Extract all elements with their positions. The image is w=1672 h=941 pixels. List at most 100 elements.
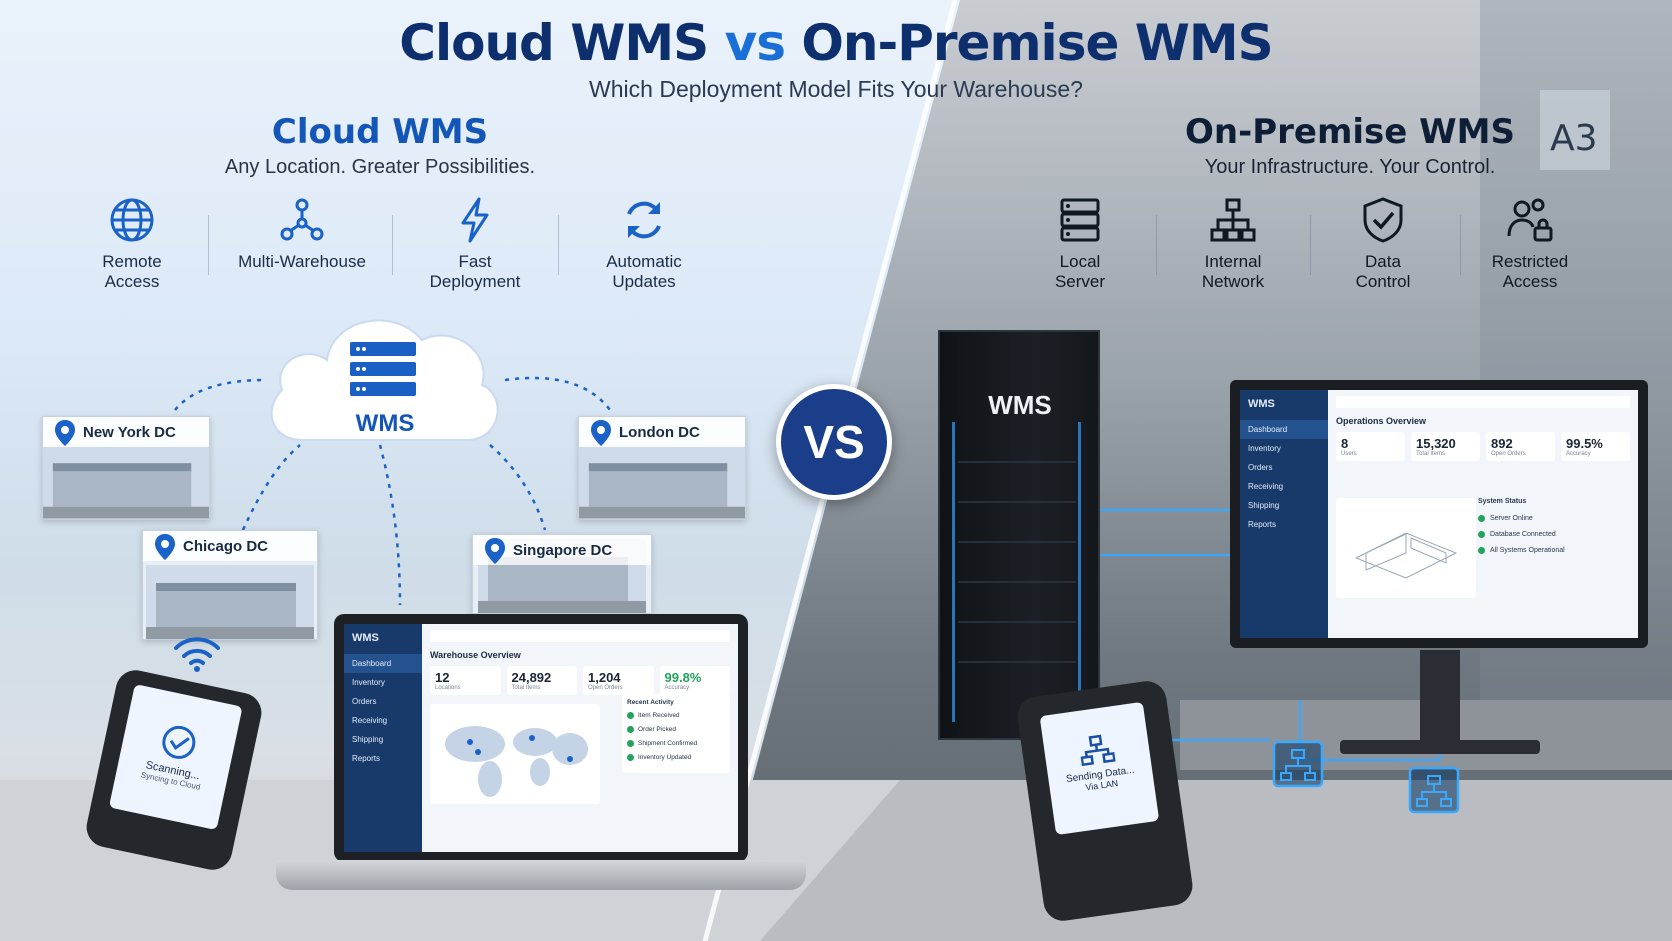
feature-remote-access: Remote Access (57, 196, 207, 292)
status-title: System Status (1478, 498, 1527, 505)
stat-label: Locations (435, 685, 461, 691)
stat-label: Accuracy (664, 685, 690, 691)
premise-panel-title: On-Premise WMS (1184, 112, 1515, 152)
feature-label: Remote (102, 252, 162, 271)
stat-card: 99.5%Accuracy (1561, 432, 1630, 461)
activity-label: Shipment Confirmed (638, 740, 698, 747)
cloud-icon (270, 319, 499, 441)
nav-dashboard[interactable]: Dashboard (344, 654, 422, 673)
nav-orders[interactable]: Orders (1248, 463, 1273, 472)
nav-shipping[interactable]: Shipping (352, 735, 384, 744)
activity-label: Inventory Updated (638, 754, 692, 761)
warehouse-building-icon (146, 565, 314, 639)
status-dot (627, 726, 634, 733)
stat-card: 99.8%Accuracy (659, 666, 730, 695)
dc-name: New York DC (83, 424, 176, 441)
nav-reports[interactable]: Reports (1248, 520, 1277, 529)
premise-wms-app: WMS Dashboard Inventory Orders Receiving… (1240, 390, 1638, 638)
title-left: Cloud WMS (399, 14, 709, 72)
feature-restricted-access: Restricted Access (1455, 196, 1605, 292)
warehouse-building-icon (579, 445, 745, 519)
cloud-wms-label: WMS (355, 410, 415, 437)
page-subtitle: Which Deployment Model Fits Your Warehou… (589, 76, 1083, 102)
stat-value: 99.8% (664, 670, 702, 685)
nav-orders[interactable]: Orders (352, 697, 377, 706)
feature-data-control: Data Control (1308, 196, 1458, 292)
status-dot (627, 754, 634, 761)
nav-dashboard[interactable]: Dashboard (1240, 420, 1328, 439)
server-lights-icon (952, 422, 1081, 722)
activity-item: Item Received (627, 712, 725, 719)
refresh-icon (627, 201, 661, 239)
nav-inventory[interactable]: Inventory (352, 678, 385, 687)
feature-label: Server (1054, 272, 1106, 291)
feature-label: Multi-Warehouse (238, 252, 366, 271)
feature-label: Automatic (606, 252, 682, 271)
page-title: Cloud WMS vs On-Premise WMS (0, 14, 1672, 72)
server-icon (1060, 198, 1100, 242)
nav-receiving[interactable]: Receiving (352, 716, 388, 725)
dc-name: Singapore DC (513, 542, 613, 559)
dc-card-new-york: New York DC (42, 416, 210, 520)
feature-fast-deployment: Fast Deployment (400, 196, 550, 292)
monitor-foot (1340, 740, 1540, 754)
activity-item: Shipment Confirmed (627, 740, 725, 747)
activity-item: Inventory Updated (627, 754, 725, 761)
status-dot (627, 740, 634, 747)
stat-label: Total Items (511, 685, 541, 691)
nav-receiving[interactable]: Receiving (1248, 482, 1284, 491)
location-pin-icon (155, 534, 175, 560)
premise-panel-subtitle: Your Infrastructure. Your Control. (1204, 156, 1496, 178)
divider (1310, 215, 1311, 275)
dc-name: Chicago DC (183, 538, 269, 555)
recent-title: Recent Activity (627, 699, 674, 706)
globe-icon (110, 198, 154, 242)
vs-badge: VS (776, 384, 892, 500)
status-label: All Systems Operational (1490, 547, 1565, 554)
activity-item: Order Picked (627, 726, 725, 733)
status-dot (1478, 531, 1485, 538)
nav-shipping[interactable]: Shipping (1248, 501, 1280, 510)
title-right: On-Premise WMS (801, 14, 1273, 72)
feature-label: Control (1355, 272, 1411, 291)
stat-value: 12 (435, 670, 450, 685)
users-lock-icon (1507, 198, 1553, 242)
network-node-icon (1408, 766, 1460, 814)
feature-label: Fast (458, 252, 492, 271)
monitor-stand (1420, 650, 1460, 750)
location-pin-icon (485, 538, 505, 564)
shield-check-icon (1363, 197, 1403, 243)
nav-reports[interactable]: Reports (352, 754, 381, 763)
scanner-screen: Sending Data... Via LAN (1039, 701, 1160, 836)
feature-local-server: Local Server (1005, 196, 1155, 292)
stat-label: Open Orders (588, 685, 623, 691)
feature-internal-network: Internal Network (1158, 196, 1308, 292)
check-circle-icon (162, 725, 196, 759)
app-topbar (430, 630, 730, 642)
stat-value: 99.5% (1566, 436, 1603, 451)
world-map-icon (430, 704, 600, 804)
title-vs: vs (724, 14, 786, 72)
status-row: Server Online (1478, 515, 1628, 522)
cloud-handheld-scanner: Scanning... Syncing to Cloud (82, 666, 266, 874)
network-node-icon (1272, 740, 1324, 788)
nav-inventory[interactable]: Inventory (1248, 444, 1281, 453)
system-status: System Status Server Online Database Con… (1478, 498, 1628, 608)
stat-label: Open Orders (1491, 451, 1526, 457)
feature-label: Restricted (1491, 252, 1569, 271)
overview-title: Operations Overview (1336, 416, 1427, 426)
location-pin-icon (55, 420, 75, 446)
feature-automatic-updates: Automatic Updates (569, 196, 719, 292)
premise-handheld-scanner: Sending Data... Via LAN (1015, 678, 1195, 924)
warehouse-building-icon (43, 445, 209, 519)
app-sidebar: WMS Dashboard Inventory Orders Receiving… (344, 624, 422, 852)
stat-label: Accuracy (1566, 451, 1591, 457)
laptop-screen: WMS Dashboard Inventory Orders Receiving… (334, 614, 748, 862)
